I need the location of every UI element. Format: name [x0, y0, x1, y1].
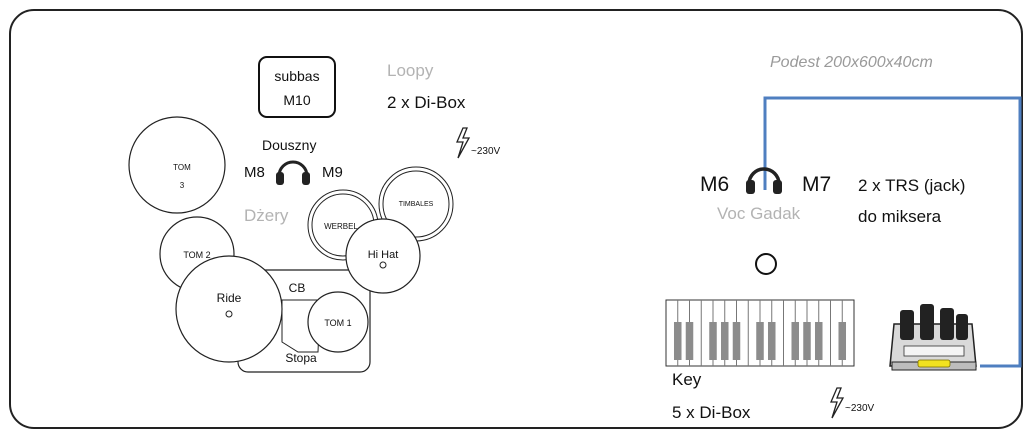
keyboard-black-key [791, 322, 800, 360]
power-label-bottom: ~230V [845, 403, 875, 414]
dzery-label: Dżery [244, 206, 289, 225]
subbas-mic: M10 [283, 92, 310, 108]
keyboard-black-key [709, 322, 717, 360]
power-label-top: ~230V [471, 146, 501, 157]
tom1-drum [307, 291, 369, 353]
tom2-label: TOM 2 [183, 250, 210, 260]
trs-destination: do miksera [858, 207, 942, 226]
tom3-number: 3 [180, 181, 185, 190]
timbales-label: TIMBALES [399, 201, 434, 208]
headphones-icon [746, 167, 782, 194]
keyboard-black-key [814, 322, 823, 360]
m6-label: M6 [700, 173, 729, 196]
mixer-cable [763, 96, 1022, 368]
subbas-box [258, 56, 336, 118]
ride-cymbal [175, 255, 283, 363]
voc-gadak-label: Voc Gadak [717, 204, 801, 223]
keyboard-black-key [720, 322, 729, 360]
lightning-icon [456, 127, 471, 159]
keyboard-black-key [685, 322, 694, 360]
loopy-dibox: 2 x Di-Box [387, 93, 466, 112]
loopy-label: Loopy [387, 61, 434, 80]
stage-border [9, 9, 1023, 429]
vocal-position [755, 253, 777, 275]
m8-label: M8 [244, 164, 265, 181]
key-label: Key [672, 370, 702, 389]
key-dibox: 5 x Di-Box [672, 403, 751, 422]
keyboard-black-key [732, 322, 741, 360]
keyboard-black-key [803, 322, 811, 360]
tom1-label: TOM 1 [324, 318, 351, 328]
keyboard-black-key [756, 322, 764, 360]
headphones-icon [276, 160, 310, 185]
m7-label: M7 [802, 173, 831, 196]
subbas-label: subbas [274, 68, 319, 84]
stopa-label: Stopa [285, 351, 317, 365]
mixer-icon [889, 304, 977, 371]
cb-label: CB [289, 281, 306, 295]
keyboard-black-key [838, 322, 847, 360]
ride-center [225, 310, 233, 318]
trs-label: 2 x TRS (jack) [858, 176, 965, 195]
douszny-label: Douszny [262, 137, 316, 153]
keyboard-black-key [767, 322, 776, 360]
tom3-label: TOM [173, 163, 191, 172]
timbales-rim [382, 170, 450, 238]
podest-label: Podest 200x600x40cm [770, 54, 933, 71]
keyboard-icon [665, 299, 855, 367]
m9-label: M9 [322, 164, 343, 181]
ride-label: Ride [217, 291, 242, 305]
tom3-drum [128, 116, 226, 214]
werbel-label: WERBEL [324, 222, 358, 231]
keyboard-black-keys [673, 322, 847, 360]
hihat-center [379, 261, 387, 269]
hihat-cymbal [345, 218, 421, 294]
lightning-icon [830, 387, 845, 419]
hihat-label: Hi Hat [368, 249, 399, 261]
keyboard-black-key [673, 322, 682, 360]
